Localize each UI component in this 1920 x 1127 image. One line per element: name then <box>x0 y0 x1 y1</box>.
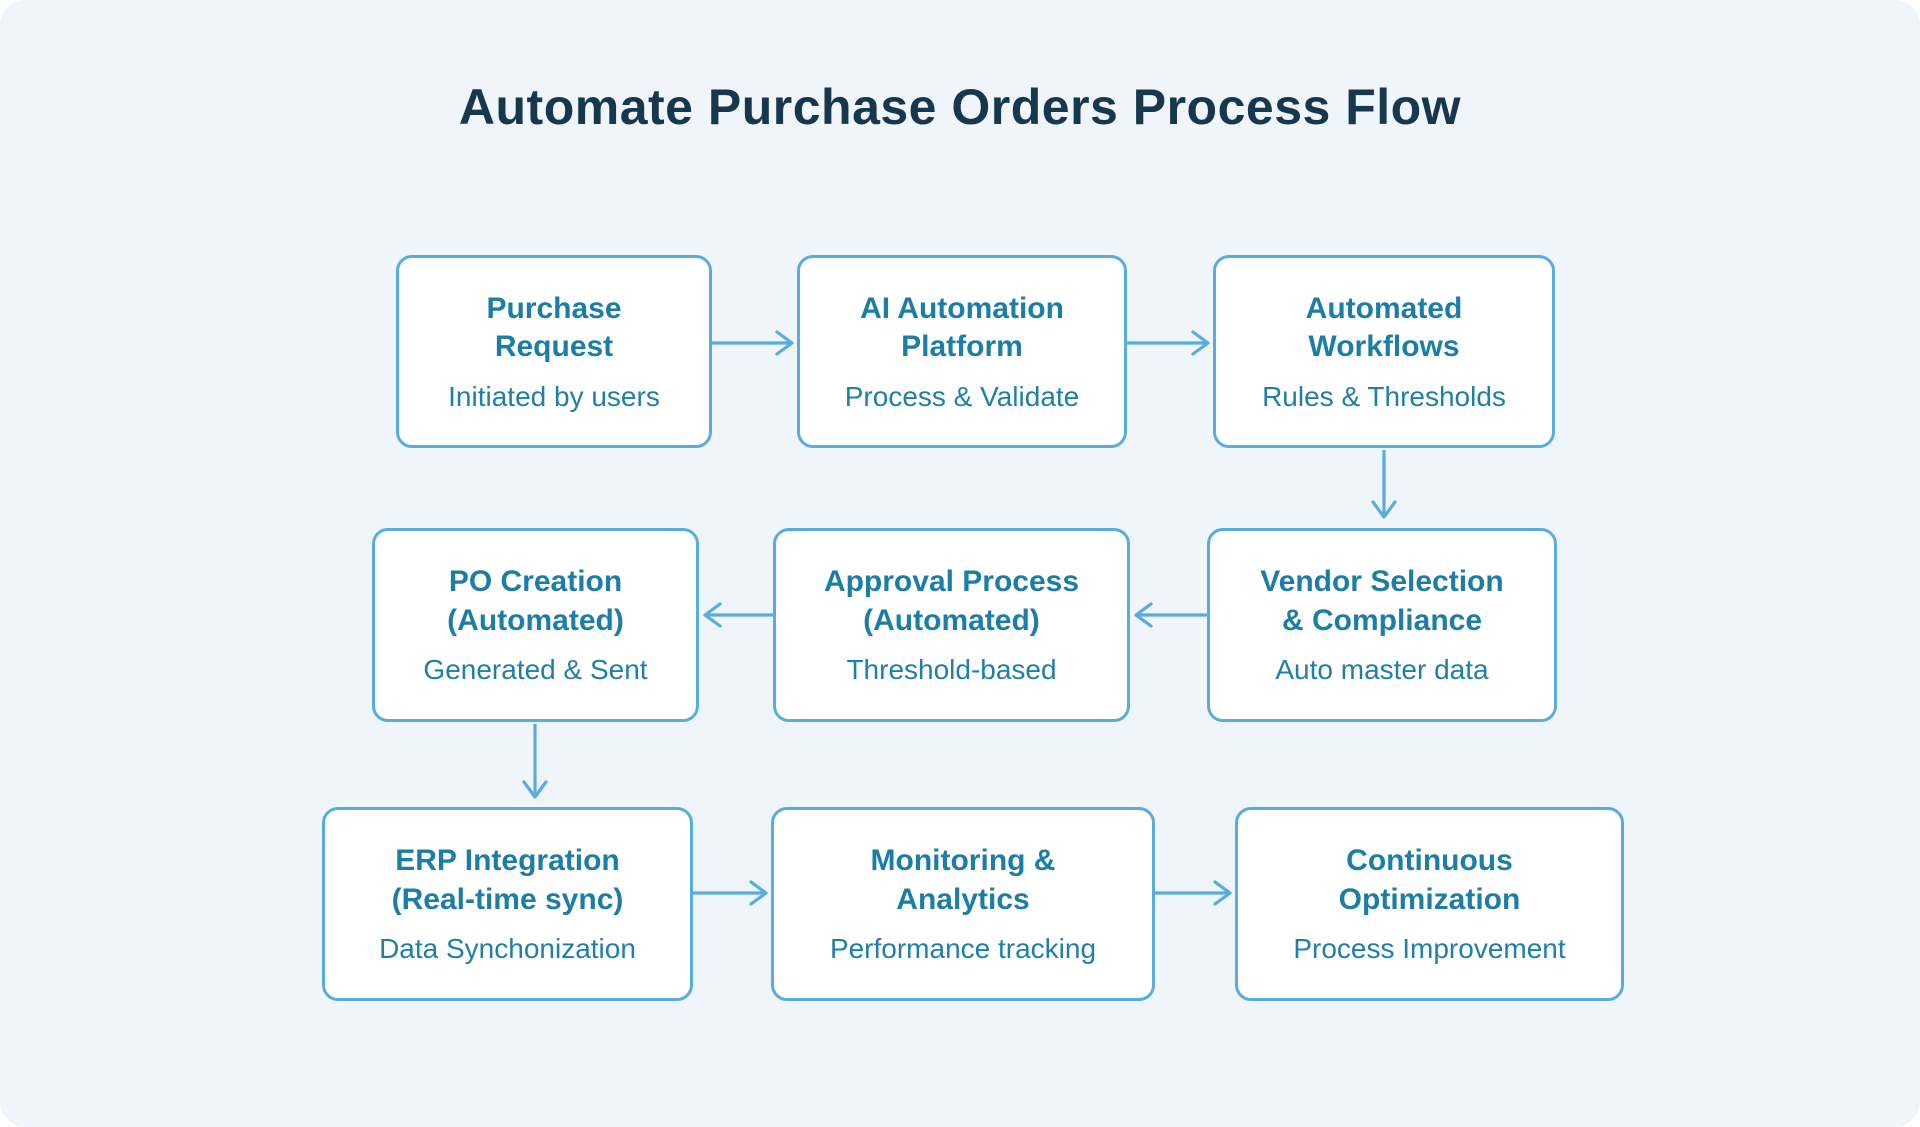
node-title: Approval Process (Automated) <box>824 563 1079 640</box>
node-title-line-2: Request <box>494 330 614 364</box>
node-title-line-2: Analytics <box>896 882 1030 916</box>
page-title: Automate Purchase Orders Process Flow <box>458 79 1462 135</box>
node-title-line-1: Vendor Selection <box>1260 565 1504 599</box>
flow-node-erp-integration: ERP Integration (Real-time sync) Data Syn… <box>322 807 693 1001</box>
arrow-down-icon <box>1369 450 1399 522</box>
node-title: PO Creation (Automated) <box>447 563 624 640</box>
node-title-line-1: Approval Process <box>823 565 1080 599</box>
node-subtitle: Initiated by users <box>448 380 660 412</box>
arrow-left-icon <box>1132 600 1207 630</box>
flow-node-vendor-selection-compliance: Vendor Selection & Compliance Auto master… <box>1207 528 1557 722</box>
node-title-line-2: Optimization <box>1338 882 1521 916</box>
arrow-right-icon <box>1155 878 1235 908</box>
node-title: Monitoring & Analytics <box>871 842 1056 919</box>
node-subtitle: Generated & Sent <box>423 654 648 686</box>
node-subtitle: Process & Validate <box>844 380 1080 412</box>
flow-node-monitoring-analytics: Monitoring & Analytics Performance tracki… <box>771 807 1155 1001</box>
node-title-line-2: (Automated) <box>447 603 624 637</box>
node-title-line-1: Monitoring & <box>870 844 1056 878</box>
arrow-right-icon <box>693 878 771 908</box>
node-title-line-1: ERP Integration <box>395 844 620 878</box>
node-subtitle: Performance tracking <box>829 933 1097 965</box>
arrow-right-icon <box>712 328 797 358</box>
node-title-line-1: Purchase <box>486 291 622 325</box>
node-subtitle: Process Improvement <box>1293 933 1566 965</box>
arrow-down-icon <box>520 724 550 802</box>
node-title-line-2: (Real-time sync) <box>391 882 624 916</box>
node-title-line-2: Platform <box>901 330 1023 364</box>
node-title: ERP Integration (Real-time sync) <box>392 842 624 919</box>
node-title-line-1: PO Creation <box>448 565 623 599</box>
node-subtitle: Auto master data <box>1275 654 1489 686</box>
node-subtitle: Threshold-based <box>846 654 1057 686</box>
flow-node-po-creation: PO Creation (Automated) Generated & Sent <box>372 528 699 722</box>
node-subtitle: Rules & Thresholds <box>1262 380 1506 412</box>
arrow-right-icon <box>1127 328 1213 358</box>
flow-node-approval-process: Approval Process (Automated) Threshold-ba… <box>773 528 1130 722</box>
node-title-line-2: Workflows <box>1308 330 1460 364</box>
node-subtitle: Data Synchonization <box>379 933 636 965</box>
node-title-line-2: & Compliance <box>1281 603 1483 637</box>
node-title-line-2: (Automated) <box>863 603 1040 637</box>
arrow-left-icon <box>701 600 773 630</box>
node-title: Vendor Selection & Compliance <box>1260 563 1503 640</box>
node-title-line-1: Automated <box>1305 291 1463 325</box>
node-title-line-1: AI Automation <box>860 291 1064 325</box>
node-title-line-1: Continuous <box>1346 844 1513 878</box>
